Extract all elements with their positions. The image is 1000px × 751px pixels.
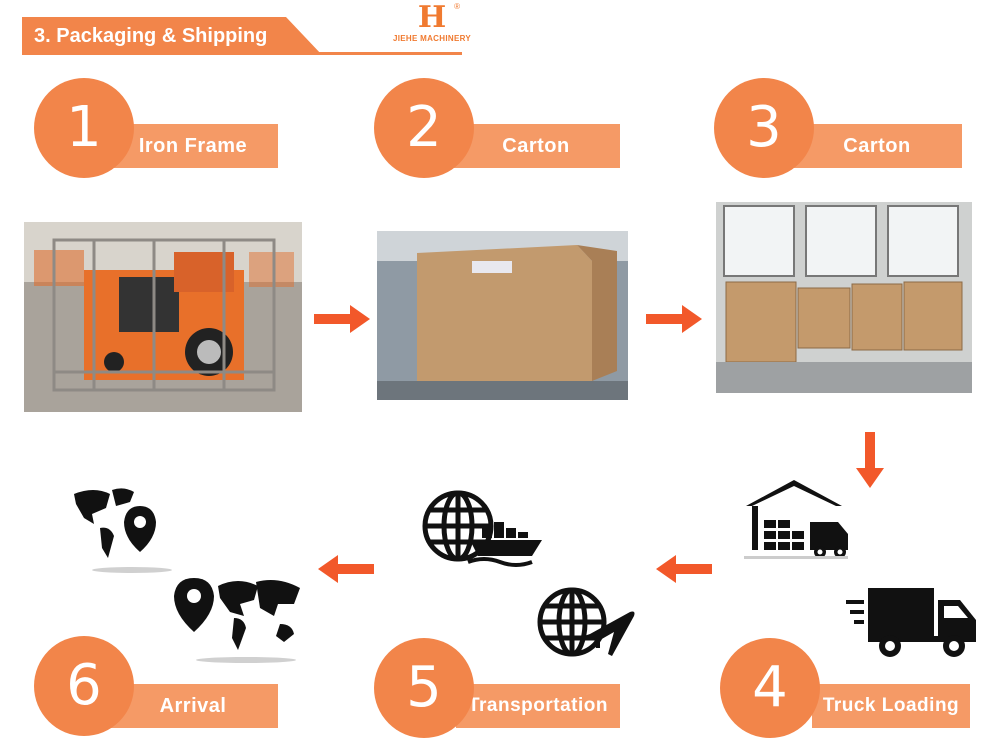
step-5-label: Transportation <box>456 684 620 728</box>
arrow-right-1-icon <box>314 305 370 333</box>
globe-ship-icon <box>422 490 542 567</box>
carton-photo-1 <box>377 231 628 400</box>
step-2-circle: 2 <box>374 78 474 178</box>
arrow-left-1-icon <box>656 555 712 583</box>
step-1-circle: 1 <box>34 78 134 178</box>
logo-registered: ® <box>454 2 460 11</box>
step-2-label: Carton <box>452 124 620 168</box>
step-4-circle: 4 <box>720 638 820 738</box>
pin-world-map-icon <box>174 578 300 663</box>
iron-frame-photo <box>24 222 302 412</box>
step-3-label: Carton <box>792 124 962 168</box>
step-5-circle: 5 <box>374 638 474 738</box>
section-title: 3. Packaging & Shipping <box>22 17 322 55</box>
arrow-left-2-icon <box>318 555 374 583</box>
step-1-label: Iron Frame <box>108 124 278 168</box>
logo-text: JIEHE MACHINERY <box>393 34 471 43</box>
step-6-label: Arrival <box>108 684 278 728</box>
step-3-circle: 3 <box>714 78 814 178</box>
warehouse-truck-icon <box>744 480 848 559</box>
world-map-pin-icon <box>74 488 172 573</box>
arrow-down-icon <box>856 432 884 488</box>
step-6-circle: 6 <box>34 636 134 736</box>
company-logo: H ® JIEHE MACHINERY <box>392 0 472 52</box>
logo-mark: H <box>417 0 447 35</box>
step-4-label: Truck Loading <box>812 684 970 728</box>
carton-photo-2 <box>716 202 972 393</box>
header-underline <box>22 52 462 55</box>
iron-frame-image <box>24 222 302 412</box>
carton-image-2 <box>716 202 972 393</box>
arrow-right-2-icon <box>646 305 702 333</box>
delivery-truck-icon <box>846 588 976 657</box>
carton-image-1 <box>377 231 628 400</box>
globe-plane-icon <box>537 587 635 657</box>
